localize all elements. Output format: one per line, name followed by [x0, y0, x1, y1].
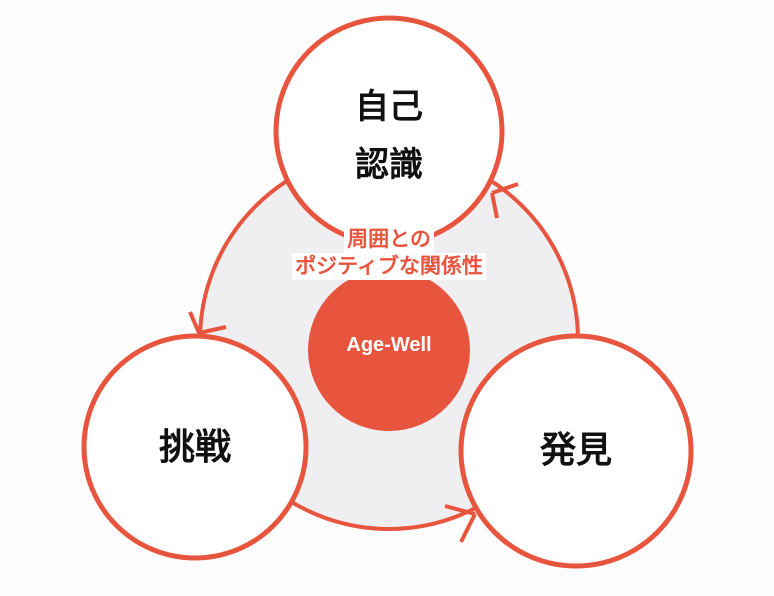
- arrow-icon-left: [188, 311, 227, 335]
- arrow-icon-top-right: [490, 182, 519, 219]
- core-label: Age-Well: [346, 334, 432, 356]
- node-challenge: 挑戦: [158, 427, 231, 468]
- node-circle-left: [81, 333, 309, 561]
- relation-label: 周囲との ポジティブな関係性: [270, 226, 508, 280]
- node-circle-right: [458, 333, 694, 569]
- relation-label-line2: ポジティブな関係性: [292, 253, 486, 280]
- node-discovery: 発見: [539, 430, 612, 471]
- arrow-icon-bottom: [444, 504, 477, 543]
- node-self-awareness-line2: 認識: [355, 145, 423, 185]
- core-circle: [308, 269, 470, 431]
- relation-label-line1: 周囲との: [344, 226, 434, 253]
- node-self-awareness: 自己 認識: [289, 78, 489, 194]
- node-self-awareness-line1: 自己: [355, 87, 423, 127]
